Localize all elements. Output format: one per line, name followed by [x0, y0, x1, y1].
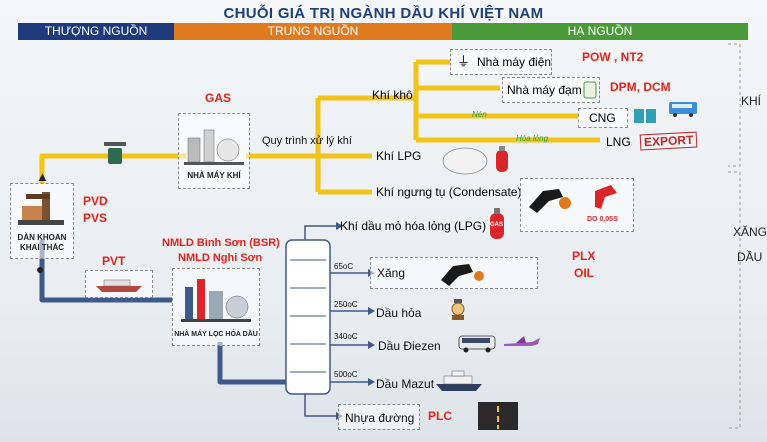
- compressed-label: Nén: [472, 110, 487, 119]
- tanker-ship-icon: [96, 279, 142, 292]
- fertilizer-plant-label: Nhà máy đạm: [507, 83, 582, 97]
- company-gas: GAS: [205, 91, 232, 105]
- product-petrol-box: Xăng: [370, 257, 538, 289]
- oil-rig-icon: [18, 192, 64, 225]
- temp-mazut: 500oC: [334, 370, 358, 379]
- road-icon: [478, 402, 518, 430]
- gas-pipes: [39, 59, 600, 195]
- dry-gas-label: Khí khô: [372, 88, 413, 102]
- refinery-box: NHÀ MÁY LỌC HÓA DẦU: [172, 268, 260, 346]
- gas-cylinder-icon: [490, 208, 504, 239]
- arrow-heads: [336, 222, 375, 420]
- airplane-icon: [504, 336, 540, 346]
- fertilizer-bag-icon: [583, 81, 597, 99]
- red-nozzle-icon: [595, 185, 617, 209]
- oil-pipe-refinery-to-column: [217, 342, 286, 385]
- coach-bus-icon: [458, 335, 496, 353]
- lpg-storage-tank-icon: [442, 147, 488, 175]
- temp-kerosene: 250oC: [334, 300, 358, 309]
- gas-plant-label: NHÀ MÁY KHÍ: [187, 171, 241, 180]
- company-plc: PLC: [428, 409, 452, 423]
- cng-box: CNG: [578, 108, 628, 128]
- kerosene-lamp-icon: [451, 299, 465, 320]
- company-oil: OIL: [574, 266, 594, 280]
- export-stamp: EXPORT: [639, 131, 698, 151]
- oil-drop-icon: ●: [36, 261, 45, 277]
- fuel-tag: DO 0,05S: [587, 216, 618, 223]
- product-arrows: [304, 225, 368, 417]
- side-label-fuel-2: DẦU: [737, 250, 763, 264]
- condensate-fuel-box: DO 0,05S: [520, 178, 634, 232]
- fuel-nozzle-icon: [529, 189, 571, 213]
- flame-icon: ▲: [36, 169, 49, 184]
- gas-cylinder-label: GAS: [490, 222, 504, 228]
- company-plx: PLX: [572, 249, 596, 263]
- refinery-name-1: NMLD Bình Sơn (BSR): [162, 237, 280, 249]
- valve-icon: [104, 142, 126, 164]
- fertilizer-plant-box: Nhà máy đạm: [502, 77, 600, 103]
- power-plant-label: Nhà máy điện: [477, 55, 552, 69]
- distillation-column-icon: [285, 239, 331, 395]
- product-mazut: Dầu Mazut: [376, 377, 435, 391]
- company-pvs: PVS: [83, 211, 108, 225]
- plug-icon: ⏚: [457, 54, 471, 69]
- rig-box: DÀN KHOAN KHAI THÁC: [10, 183, 74, 259]
- product-kerosene: Dầu hỏa: [376, 306, 422, 320]
- gas-plant-box: NHÀ MÁY KHÍ: [178, 113, 250, 189]
- refinery-name-2: NMLD Nghi Sơn: [178, 252, 263, 264]
- side-brackets: [728, 43, 741, 429]
- temp-petrol: 65oC: [334, 262, 354, 271]
- condensate-label: Khí ngưng tụ (Condensate): [376, 185, 522, 199]
- oil-pipes: [39, 240, 286, 385]
- oil-pipe-rig-to-refinery: [39, 240, 172, 303]
- gas-plant-icon: [184, 129, 244, 165]
- power-plant-box: ⏚ Nhà máy điện: [450, 49, 552, 75]
- rig-label-line2: KHAI THÁC: [20, 243, 64, 252]
- side-label-fuel-1: XĂNG: [733, 225, 767, 239]
- lng-label: LNG: [606, 135, 631, 149]
- company-pow-nt2: POW , NT2: [582, 50, 644, 64]
- band-downstream: HẠ NGUỒN: [452, 23, 748, 40]
- company-pvd: PVD: [83, 194, 108, 208]
- bitumen-box: Nhựa đường: [338, 404, 420, 430]
- lpg-gas-label: Khí LPG: [376, 149, 422, 163]
- cruise-ship-icon: [436, 370, 482, 391]
- rig-label-line1: DÀN KHOAN: [17, 233, 67, 242]
- tanker-box: [85, 270, 153, 298]
- product-bitumen: Nhựa đường: [345, 411, 415, 425]
- gas-process-label: Quy trình xử lý khí: [262, 135, 352, 147]
- cng-tank-icon: [634, 109, 656, 123]
- company-dpm-dcm: DPM, DCM: [610, 80, 671, 94]
- refinery-plant-icon: [181, 279, 251, 322]
- band-midstream: TRUNG NGUỒN: [174, 23, 452, 40]
- product-diesel: Dầu Điezen: [378, 339, 441, 353]
- cng-label: CNG: [589, 111, 616, 125]
- company-pvt: PVT: [102, 254, 126, 268]
- product-petrol: Xăng: [377, 266, 406, 280]
- liquefied-label: Hóa lỏng: [516, 134, 549, 143]
- fuel-pump-icon: [441, 264, 484, 286]
- bus-icon: [669, 102, 697, 117]
- refinery-plant-label: NHÀ MÁY LỌC HÓA DẦU: [174, 331, 258, 338]
- side-label-gas: KHÍ: [741, 94, 762, 108]
- page-title: CHUỖI GIÁ TRỊ NGÀNH DẦU KHÍ VIỆT NAM: [223, 5, 544, 22]
- band-upstream: THƯỢNG NGUỒN: [18, 23, 174, 40]
- gas-pipe-rig-to-plant: [39, 153, 186, 183]
- temp-diesel: 340oC: [334, 332, 358, 341]
- lpg-cylinder-icon: [496, 146, 508, 172]
- refinery-lpg-label: Khí dầu mỏ hóa lỏng (LPG): [340, 219, 487, 233]
